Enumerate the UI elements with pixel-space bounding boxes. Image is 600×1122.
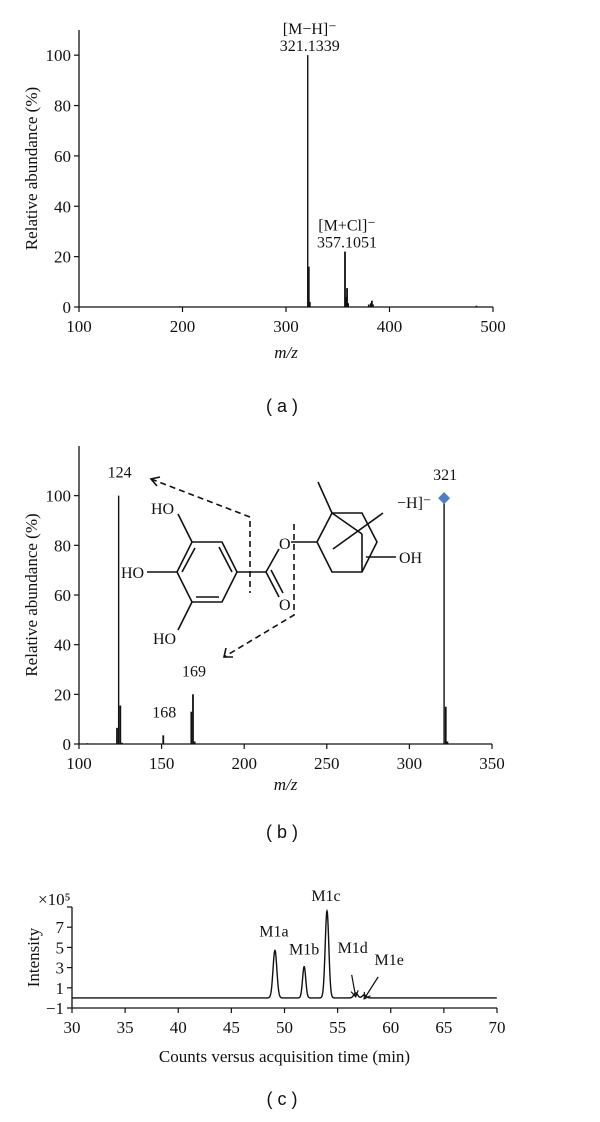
x-tick-label: 150: [149, 754, 175, 773]
y-tick-label: 100: [46, 487, 72, 506]
y-tick-label: 100: [46, 46, 72, 65]
y-tick-label: 7: [56, 918, 65, 937]
x-tick-label: 100: [66, 317, 92, 336]
y-tick-label: 40: [54, 636, 71, 655]
y-tick-label: 20: [54, 248, 71, 267]
x-tick-label: 55: [329, 1018, 346, 1037]
peak-label: [M−H]⁻: [283, 21, 337, 38]
structure-label-ho-bottom: HO: [153, 631, 176, 648]
y-tick-label: 3: [56, 959, 65, 978]
x-axis-label: m/z: [274, 775, 298, 794]
y-tick-label: 80: [54, 97, 71, 116]
structure-label-carbonyl-o: O: [279, 597, 291, 614]
x-tick-label: 70: [489, 1018, 506, 1037]
structure-label-oh: OH: [399, 550, 423, 567]
peak-label: M1d: [338, 940, 368, 957]
peak-label: M1b: [289, 942, 319, 959]
y-tick-label: 0: [63, 298, 72, 317]
x-tick-label: 30: [64, 1018, 81, 1037]
x-tick-label: 65: [435, 1018, 452, 1037]
y-axis-label: Relative abundance (%): [22, 513, 41, 676]
arrow-icon: [351, 974, 357, 997]
arrow-icon: [363, 976, 379, 1000]
x-tick-label: 300: [273, 317, 299, 336]
panel-a-mass-spectrum: 100 200 300 400 500 0 20 40 60 80 100 m/z Relative a…: [22, 21, 506, 416]
x-tick-label: 35: [117, 1018, 134, 1037]
y-tick-label: 1: [56, 979, 65, 998]
arrow-head-icon: [149, 476, 161, 487]
x-tick-label: 400: [377, 317, 403, 336]
chemical-structure: HO HO HO O O OH −H]⁻: [121, 476, 431, 658]
arrow-head-icon: [223, 647, 233, 658]
x-axis-label: Counts versus acquisition time (min): [159, 1047, 410, 1066]
arrow-head-icon: [363, 991, 371, 1000]
bond: [331, 512, 363, 535]
fragmentation-dashed-line: [223, 524, 295, 658]
x-tick-label: 40: [170, 1018, 187, 1037]
precursor-diamond-marker: [438, 492, 451, 505]
peak-label: 321.1339: [280, 38, 340, 55]
y-multiplier-label: ×10⁵: [38, 890, 71, 909]
structure-label-ho-top: HO: [151, 501, 174, 518]
carbonyl-double-bond: [270, 569, 284, 594]
structure-label-ho-mid: HO: [121, 565, 144, 582]
peak-label: 169: [182, 663, 206, 680]
x-tick-label: 200: [231, 754, 257, 773]
y-axis-label: Intensity: [24, 927, 43, 987]
x-tick-label: 50: [276, 1018, 293, 1037]
x-tick-label: 250: [314, 754, 340, 773]
bicyclic-ring: [316, 512, 378, 573]
y-tick-label: 40: [54, 197, 71, 216]
y-tick-label: −1: [46, 999, 64, 1018]
x-tick-label: 350: [479, 754, 505, 773]
panel-caption: ( b ): [266, 822, 298, 842]
bond: [317, 481, 333, 514]
peak-label: 124: [108, 465, 132, 482]
y-tick-label: 60: [54, 147, 71, 166]
y-axis-label: Relative abundance (%): [22, 87, 41, 250]
benzene-ring: [176, 541, 238, 603]
peak-label: 321: [433, 467, 457, 484]
bond: [332, 512, 384, 550]
panel-caption: ( c ): [267, 1089, 298, 1109]
x-tick-label: 200: [170, 317, 196, 336]
peak-label: M1e: [375, 952, 404, 969]
peak-label: M1a: [259, 923, 288, 940]
panel-b-msms-spectrum: 100 150 200 250 300 350 0 20 40 60 80 100 m/z Relativ…: [22, 446, 505, 842]
bond: [265, 548, 280, 573]
x-tick-label: 100: [66, 754, 92, 773]
x-axis-label: m/z: [274, 343, 298, 362]
x-tick-label: 300: [397, 754, 423, 773]
arrow-head-icon: [350, 990, 359, 998]
structure-label-ester-o: O: [279, 536, 291, 553]
structure-label-charge: −H]⁻: [397, 495, 431, 512]
carbonyl-double-bond: [265, 571, 280, 598]
ring-double-bond: [181, 547, 196, 573]
y-tick-label: 80: [54, 536, 71, 555]
peak-label: 357.1051: [317, 235, 377, 252]
bond: [177, 513, 193, 543]
peak-label: 168: [152, 704, 176, 721]
peak-label: M1c: [311, 888, 340, 905]
peak-label: [M+Cl]⁻: [318, 218, 375, 235]
panel-caption: ( a ): [266, 396, 298, 416]
y-tick-label: 0: [63, 735, 72, 754]
bond: [177, 601, 193, 631]
fragmentation-dashed-line: [150, 478, 251, 593]
x-tick-label: 60: [382, 1018, 399, 1037]
y-tick-label: 60: [54, 586, 71, 605]
x-tick-label: 45: [223, 1018, 240, 1037]
ring-double-bond: [218, 546, 233, 573]
x-tick-label: 500: [480, 317, 506, 336]
y-tick-label: 20: [54, 685, 71, 704]
chromatogram-trace: [72, 908, 497, 999]
y-tick-label: 5: [56, 938, 65, 957]
